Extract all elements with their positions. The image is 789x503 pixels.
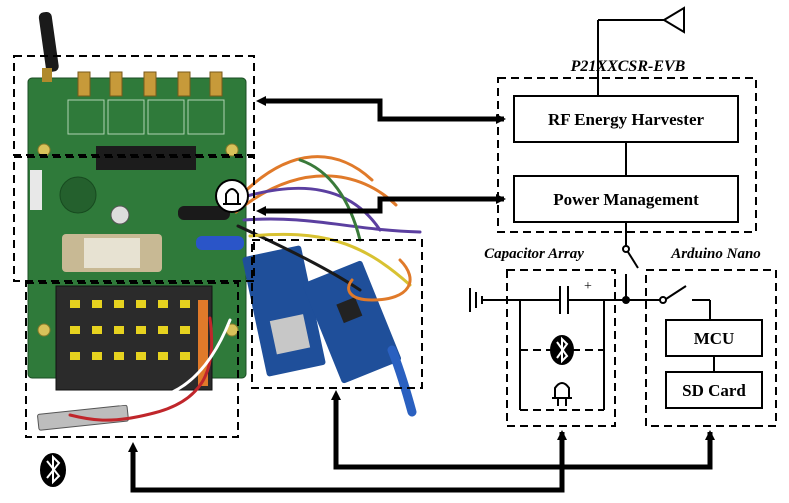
hardware-photo [27,11,422,431]
ground-icon [469,288,483,312]
arduino-nano-label: Arduino Nano [670,246,761,262]
arrow-sensor-link [128,430,567,493]
harvester-region [13,55,255,156]
capacitor-polarity: + [584,279,592,294]
rf-harvester-block [513,95,739,143]
arrow-harvester-link [256,96,506,124]
arduino-switch [626,285,711,320]
sma-connectors [77,71,223,97]
rf-harvester-label: RF Energy Harvester [548,110,705,129]
arrow-arduino-link [331,390,715,470]
arrow-pmu-link [256,194,506,216]
arduino-region [251,239,423,389]
evb-title: P21XXCSR-EVB [570,58,686,75]
sd-card-label: SD Card [682,381,746,400]
sensor-icon [552,382,572,406]
pmu-region [13,156,255,282]
capacitor-array-label: Capacitor Array [484,246,584,262]
antenna-icon [597,6,685,58]
arduino-board [303,260,401,384]
capacitor-symbol [559,286,569,314]
switch-icon [622,222,639,300]
bluetooth-icon [550,335,574,365]
sensor-icon [215,179,249,213]
power-management-label: Power Management [553,190,699,209]
mcu-label: MCU [694,329,735,348]
photo-antenna [38,11,59,82]
bluetooth-icon [40,453,66,487]
